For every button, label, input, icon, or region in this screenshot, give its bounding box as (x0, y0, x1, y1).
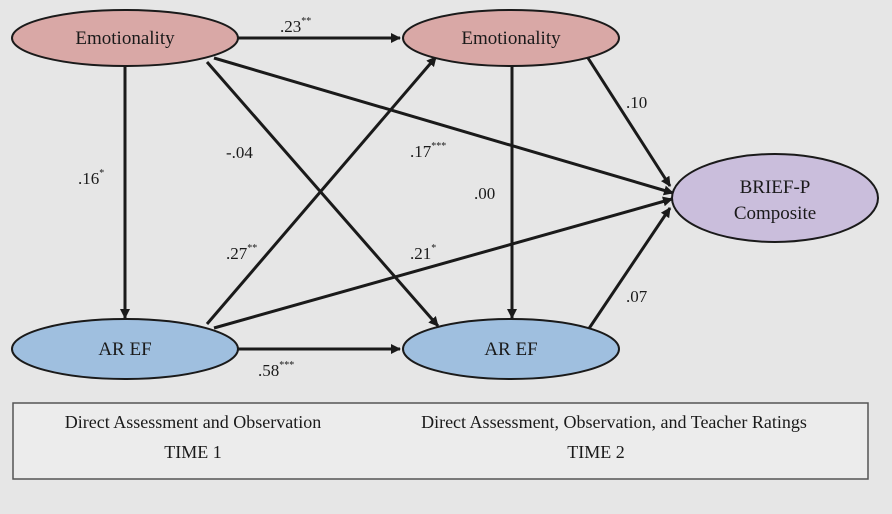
path-arrows (120, 33, 674, 354)
coef-emo1-brief: .17*** (410, 141, 446, 161)
coef-ar2-brief: .07 (626, 287, 648, 306)
coef-emo2-brief: .10 (626, 93, 647, 112)
coef-emo1-ar2: -.04 (226, 143, 253, 162)
node-label: Emotionality (461, 28, 561, 49)
node-emotionality-time2: Emotionality (402, 9, 620, 67)
node-label: AR EF (98, 339, 151, 360)
coef-emo1-emo2: .23** (280, 16, 311, 36)
node-shape (402, 9, 620, 67)
time-legend-frame (12, 402, 869, 480)
arrow-ar2-brief (586, 207, 672, 331)
node-shape (11, 9, 239, 67)
time-legend-box: Direct Assessment and Observation TIME 1… (12, 402, 869, 480)
coef-ar1-brief: .21* (410, 243, 436, 263)
coef-ar1-emo2: .27** (226, 243, 257, 263)
arrow-ar1-brief (213, 196, 673, 330)
node-label: AR EF (484, 339, 537, 360)
node-shape (402, 318, 620, 380)
arrow-emo1-brief (213, 56, 674, 196)
arrow-ar1-emo2 (205, 56, 438, 325)
node-shape (11, 318, 239, 380)
time2-label: TIME 2 (567, 442, 625, 462)
coef-emo1-ar1: .16* (78, 168, 104, 188)
time2-description: Direct Assessment, Observation, and Teac… (421, 412, 807, 432)
node-label: Emotionality (75, 28, 175, 49)
node-label-line1: BRIEF-P (740, 177, 811, 198)
node-brief-p-composite: BRIEF-P Composite (671, 153, 879, 243)
node-label-line2: Composite (734, 203, 816, 224)
arrow-emo1-ar2 (205, 61, 440, 327)
time1-description: Direct Assessment and Observation (65, 412, 321, 432)
arrow-emo2-brief (586, 57, 672, 187)
time1-label: TIME 1 (164, 442, 222, 462)
coef-emo2-ar2: .00 (474, 184, 495, 203)
node-shape (671, 153, 879, 243)
coef-ar1-ar2: .58*** (258, 360, 294, 380)
node-ar-ef-time1: AR EF (11, 318, 239, 380)
node-emotionality-time1: Emotionality (11, 9, 239, 67)
node-ar-ef-time2: AR EF (402, 318, 620, 380)
path-coefficients: .23** .16* -.04 .17*** .27** .21* .58***… (78, 16, 648, 380)
